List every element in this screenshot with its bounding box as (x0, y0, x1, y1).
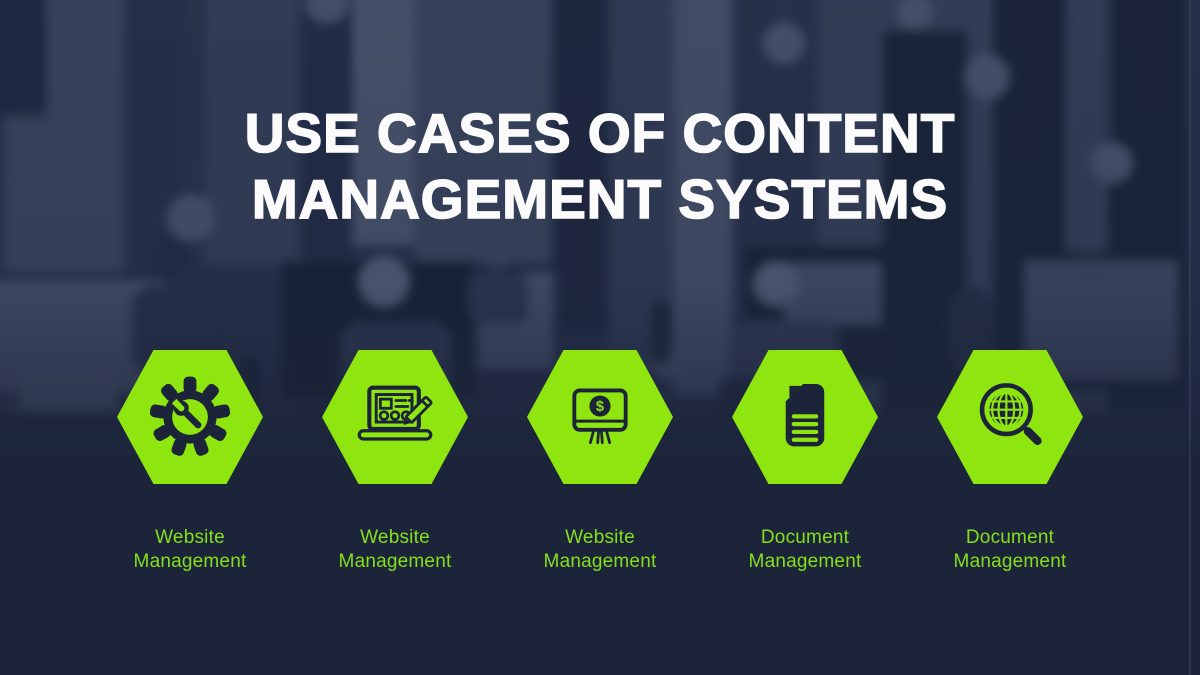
use-case-label: Document Management (953, 527, 1067, 572)
globe-search-icon (979, 383, 1042, 445)
document-icon (785, 384, 825, 447)
use-case-item: Document Management (908, 350, 1113, 574)
gear-wrench-icon (149, 376, 231, 456)
light-bulb-shape (964, 54, 1010, 100)
bg-shape (0, 0, 46, 116)
person-silhouette (483, 241, 511, 269)
use-case-row: Website Management (0, 350, 1200, 574)
laptop-edit-icon (357, 385, 433, 441)
use-case-label: Website Management (543, 527, 657, 572)
person-silhouette (358, 256, 410, 308)
person-silhouette (1079, 258, 1105, 284)
use-case-label: Website Management (338, 527, 452, 572)
monitor-shape (784, 262, 882, 326)
use-case-label: Website Management (133, 527, 247, 572)
hexagon-badge (117, 350, 263, 484)
dollar-sign-glyph: $ (596, 399, 604, 415)
light-bulb-shape (763, 22, 805, 64)
hexagon-badge: $ (527, 350, 673, 484)
hexagon-badge (937, 350, 1083, 484)
use-case-item: Document Management (703, 350, 908, 574)
use-case-item: $ Website Management (498, 350, 703, 574)
background-seam-line (1189, 0, 1191, 675)
use-case-item: Website Management (88, 350, 293, 574)
person-silhouette (150, 238, 190, 278)
person-silhouette (468, 272, 528, 324)
hexagon-badge (732, 350, 878, 484)
use-case-label: Document Management (748, 527, 862, 572)
hexagon-badge (322, 350, 468, 484)
use-case-item: Website Management (293, 350, 498, 574)
slide-title: USE CASES OF CONTENT MANAGEMENT SYSTEMS (0, 100, 1200, 232)
title-line-2: MANAGEMENT SYSTEMS (251, 167, 949, 231)
bg-shape (985, 0, 987, 60)
person-silhouette (753, 261, 799, 307)
title-line-1: USE CASES OF CONTENT (244, 101, 956, 165)
monitor-dollar-icon: $ (572, 388, 628, 445)
